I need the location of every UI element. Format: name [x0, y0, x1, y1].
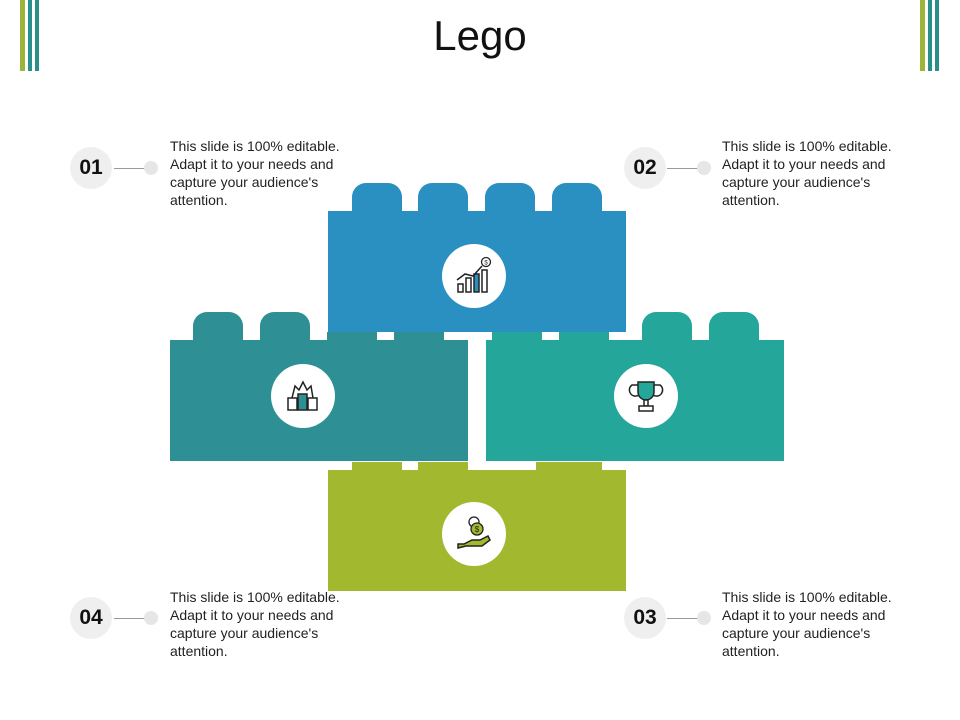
growth-chart-icon: $	[442, 244, 506, 308]
brick-stud	[552, 183, 602, 213]
brick-stud	[352, 183, 402, 213]
item-description: This slide is 100% editable. Adapt it to…	[722, 138, 892, 208]
brick-stud	[485, 183, 535, 213]
brick-left	[170, 312, 468, 461]
brick-top	[328, 183, 626, 332]
item-description: This slide is 100% editable. Adapt it to…	[170, 589, 340, 659]
svg-text:$: $	[484, 261, 488, 267]
svg-text:$: $	[475, 525, 480, 534]
connector-line	[667, 618, 699, 619]
item-number: 03	[624, 597, 666, 639]
slide-title: Lego	[433, 12, 527, 59]
connector-dot	[144, 161, 158, 175]
connector-dot	[144, 611, 158, 625]
item-number: 01	[70, 147, 112, 189]
money-hand-icon: $	[442, 502, 506, 566]
connector-dot	[697, 161, 711, 175]
brick-stud	[394, 332, 444, 356]
brick-stud	[492, 332, 542, 356]
connector-line	[667, 168, 699, 169]
brick-stud	[352, 462, 402, 472]
item-number: 02	[624, 147, 666, 189]
connector-line	[114, 168, 146, 169]
item-number: 04	[70, 597, 112, 639]
brick-stud	[418, 462, 468, 472]
brick-stud	[418, 183, 468, 213]
item-description: This slide is 100% editable. Adapt it to…	[170, 138, 340, 208]
brick-stud	[260, 312, 310, 342]
item-description: This slide is 100% editable. Adapt it to…	[722, 589, 892, 659]
brick-stud	[709, 312, 759, 342]
brick-stud	[193, 312, 243, 342]
teamwork-hands-icon	[271, 364, 335, 428]
connector-dot	[697, 611, 711, 625]
brick-stud	[642, 312, 692, 342]
trophy-icon	[614, 364, 678, 428]
brick-stud	[552, 462, 602, 472]
brick-stud	[327, 332, 377, 356]
brick-stud	[559, 332, 609, 356]
connector-line	[114, 618, 146, 619]
